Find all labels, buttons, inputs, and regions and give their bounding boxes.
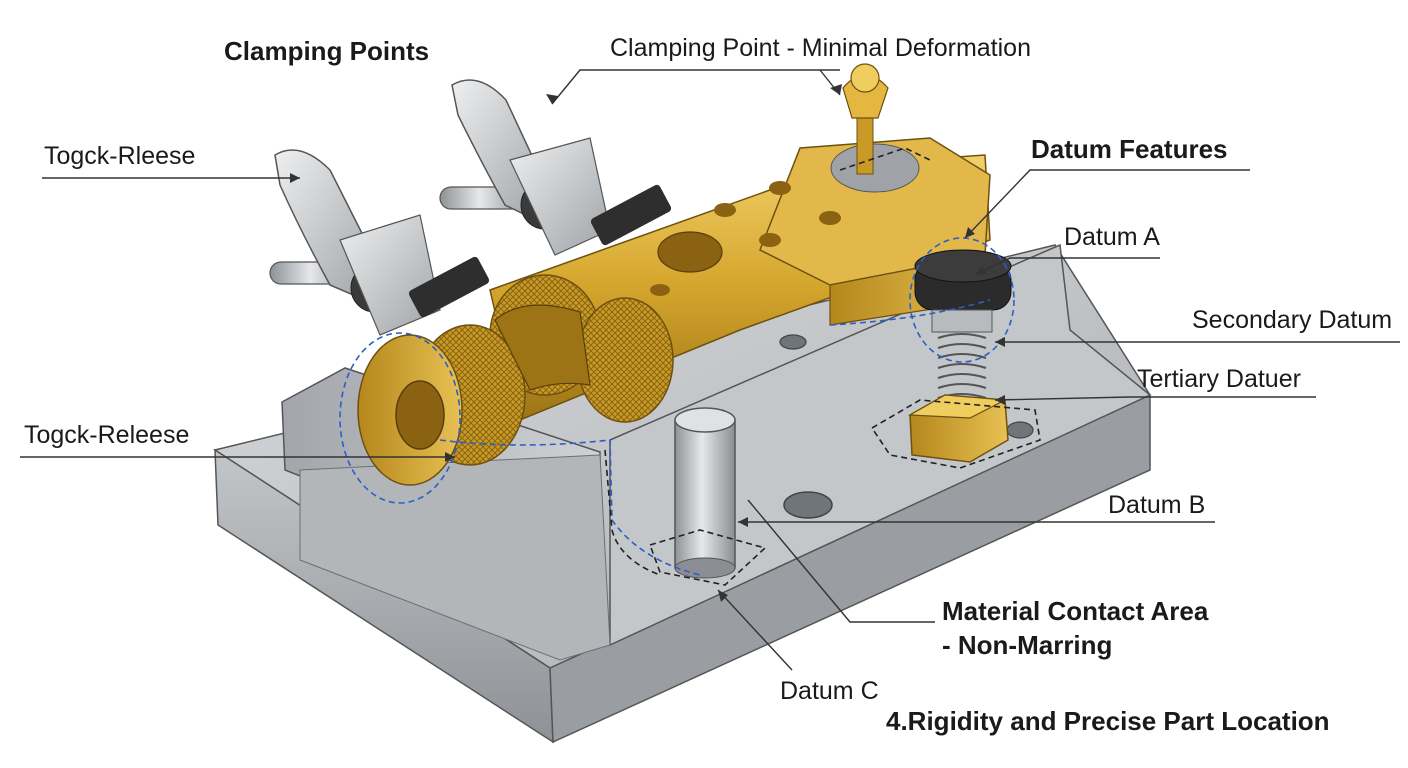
contact-outline-plunger bbox=[839, 147, 931, 171]
leader-clamping-points bbox=[551, 69, 840, 105]
contact-outline-workpiece bbox=[829, 299, 991, 326]
workpiece-hole bbox=[650, 284, 670, 296]
label-material-contact-line2: - Non-Marring bbox=[942, 630, 1113, 660]
workpiece-hole bbox=[769, 181, 791, 195]
workpiece-bore bbox=[395, 380, 445, 450]
leader-datum-c bbox=[717, 589, 793, 671]
workpiece-hole bbox=[830, 143, 920, 193]
base-hole bbox=[783, 491, 833, 519]
workpiece-slot bbox=[494, 304, 591, 391]
label-material-contact-line1: Material Contact Area bbox=[942, 596, 1209, 626]
label-datum-c: Datum C bbox=[780, 677, 879, 705]
leader-datum-a bbox=[974, 257, 1160, 276]
label-clamping-point-minimal-deformation: Clamping Point - Minimal Deformation bbox=[610, 34, 1031, 62]
label-datum-a: Datum A bbox=[1064, 223, 1160, 251]
leader-arrowheads bbox=[290, 84, 1005, 602]
label-datum-b: Datum B bbox=[1108, 491, 1206, 519]
leader-datum-features bbox=[964, 169, 1250, 239]
label-secondary-datum: Secondary Datum bbox=[1192, 306, 1393, 334]
leader-tertiary-datuer bbox=[994, 396, 1316, 401]
knurl-band bbox=[576, 297, 674, 423]
brass-workpiece bbox=[357, 137, 991, 486]
workpiece-hole bbox=[714, 203, 736, 217]
spring-locator bbox=[907, 249, 1012, 463]
workpiece-hole bbox=[759, 233, 781, 247]
base-hole bbox=[1006, 421, 1034, 439]
dowel-pin bbox=[674, 407, 736, 579]
arrowhead bbox=[995, 337, 1005, 347]
arrowhead bbox=[738, 517, 748, 527]
label-datum-features: Datum Features bbox=[1031, 134, 1228, 164]
contact-outline-locator bbox=[909, 237, 1015, 363]
label-clamping-points: Clamping Points bbox=[224, 36, 430, 66]
toggle-clamp-left bbox=[269, 149, 490, 336]
toggle-clamp-right bbox=[439, 79, 672, 256]
arrowhead bbox=[975, 266, 986, 275]
contact-outlines bbox=[339, 147, 1041, 586]
channel-floor bbox=[299, 454, 611, 661]
arrowhead bbox=[546, 94, 558, 104]
contact-outline-channel bbox=[439, 439, 701, 576]
base-plate bbox=[213, 243, 1152, 744]
base-hole bbox=[779, 334, 807, 350]
leader-lines bbox=[20, 69, 1400, 671]
arrowhead bbox=[830, 84, 842, 95]
arrowhead bbox=[445, 452, 455, 462]
arrowhead bbox=[995, 395, 1005, 405]
contact-outline-wall bbox=[604, 449, 661, 576]
label-tertiary-datuer: Tertiary Datuer bbox=[1137, 365, 1301, 393]
contact-outline-pin-pad bbox=[648, 529, 767, 586]
label-rigidity-title: 4.Rigidity and Precise Part Location bbox=[886, 706, 1330, 736]
arrowhead bbox=[965, 227, 975, 238]
workpiece-hole bbox=[819, 211, 841, 225]
arrowhead bbox=[290, 173, 300, 183]
workpiece-hole bbox=[657, 231, 723, 273]
label-togck-rleese: Togck-Rleese bbox=[44, 142, 196, 170]
leader-material-contact bbox=[747, 499, 935, 623]
arrowhead bbox=[718, 590, 728, 602]
ball-plunger bbox=[842, 63, 889, 175]
contact-outline-end bbox=[339, 332, 461, 504]
contact-outline-block-pad bbox=[870, 399, 1041, 469]
label-togck-releese: Togck-Releese bbox=[24, 421, 190, 449]
